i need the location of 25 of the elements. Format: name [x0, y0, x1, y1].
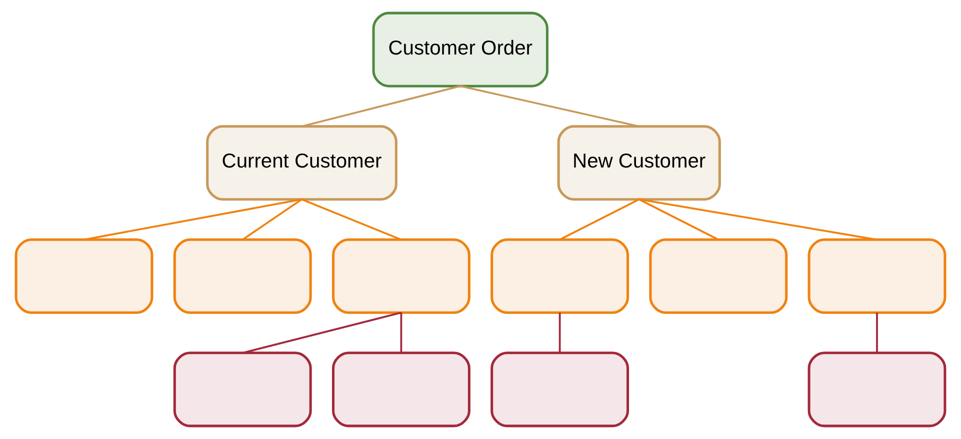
node-box: Customer Order — [372, 12, 548, 88]
connector — [638, 198, 878, 241]
connector — [558, 312, 561, 353]
node-box — [808, 352, 946, 428]
node-box — [490, 352, 630, 428]
node-box — [332, 352, 470, 428]
connector — [876, 312, 878, 353]
connector — [242, 198, 302, 240]
connector — [242, 312, 402, 354]
node-box — [14, 238, 154, 314]
node-box: New Customer — [557, 125, 721, 201]
connector — [84, 198, 302, 241]
connector — [559, 198, 640, 240]
node-box — [173, 352, 312, 428]
connector — [302, 85, 461, 128]
connector — [638, 198, 719, 240]
node-box — [490, 238, 630, 314]
connector — [301, 198, 402, 241]
node-box — [808, 238, 946, 314]
node-box — [173, 238, 312, 314]
connector — [460, 85, 640, 128]
node-box: Current Customer — [206, 125, 398, 201]
node-box — [649, 238, 788, 314]
node-box — [332, 238, 470, 314]
connector — [400, 312, 402, 353]
